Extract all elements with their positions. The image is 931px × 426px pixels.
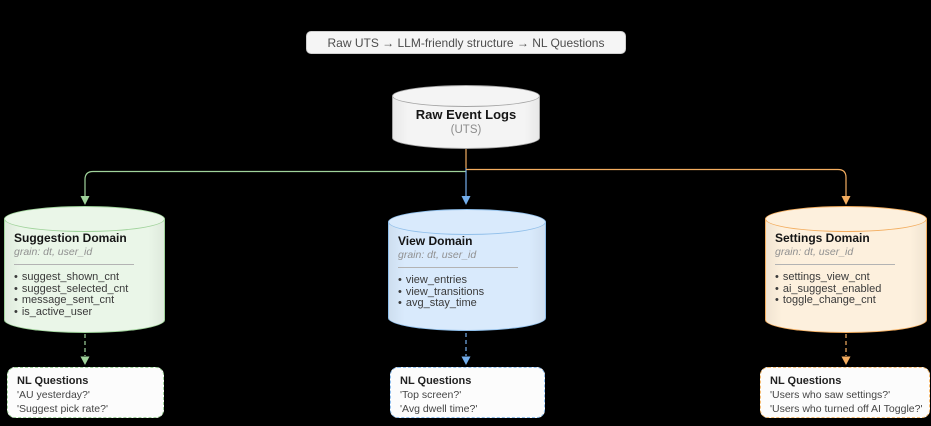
field-item: •suggest_shown_cnt — [14, 271, 159, 284]
divider — [398, 267, 518, 268]
field-label: suggest_selected_cnt — [21, 282, 129, 295]
field-label: suggest_shown_cnt — [21, 271, 120, 283]
drop-settings-arrowhead-icon — [841, 356, 851, 365]
nl-questions-title: NL Questions — [17, 375, 89, 387]
nl-question: 'AU yesterday?' — [17, 389, 90, 401]
cylinder-body — [765, 219, 927, 333]
settings-domain-grain: grain: dt, user_id — [775, 246, 854, 258]
view-domain-fields: •view_entries •view_transitions •avg_sta… — [398, 274, 540, 310]
pipeline-banner[interactable]: Raw UTS → LLM-friendly structure → NL Qu… — [306, 31, 626, 54]
view-domain-grain: grain: dt, user_id — [398, 249, 477, 261]
cylinder-top — [388, 209, 546, 235]
settings-domain-fields: •settings_view_cnt •ai_suggest_enabled •… — [775, 271, 921, 307]
bullet-icon: • — [14, 294, 18, 307]
raw-event-logs-title: Raw Event Logs — [415, 107, 517, 122]
divider — [14, 264, 134, 265]
suggestion-domain-fields: •suggest_shown_cnt •suggest_selected_cnt… — [14, 271, 159, 319]
bullet-icon: • — [14, 271, 18, 283]
nl-question: 'Avg dwell time?' — [400, 403, 478, 415]
field-label: avg_stay_time — [405, 297, 477, 310]
pipeline-banner-label: Raw UTS → LLM-friendly structure → NL Qu… — [327, 35, 605, 50]
bullet-icon: • — [398, 297, 402, 310]
field-item: •suggest_selected_cnt — [14, 282, 159, 296]
field-item: •view_entries — [398, 274, 540, 287]
cylinder-body — [4, 219, 165, 333]
branch-suggestion-connector — [84, 170, 466, 196]
nl-question: 'Users who turned off AI Toggle?' — [770, 403, 923, 415]
bullet-icon: • — [775, 282, 779, 295]
branch-view-arrowhead-icon — [461, 196, 471, 205]
raw-event-logs-subtitle: (UTS) — [450, 124, 482, 136]
field-label: message_sent_cnt — [21, 294, 115, 307]
bullet-icon: • — [775, 294, 779, 307]
settings-nl-questions-box[interactable]: NL Questions 'Users who saw settings?' '… — [760, 367, 930, 418]
field-item: •settings_view_cnt — [775, 271, 921, 284]
field-item: •view_transitions — [398, 285, 540, 299]
cylinder-top — [392, 85, 540, 107]
field-label: is_active_user — [21, 305, 93, 318]
field-item: •avg_stay_time — [398, 297, 540, 310]
nl-question: 'Suggest pick rate?' — [17, 403, 108, 415]
cylinder-body — [388, 222, 546, 331]
field-label: view_transitions — [405, 285, 485, 298]
branch-settings-connector — [466, 168, 847, 196]
view-nl-questions-box[interactable]: NL Questions 'Top screen?' 'Avg dwell ti… — [390, 367, 545, 418]
drop-suggestion-arrowhead-icon — [80, 356, 90, 365]
field-item: •ai_suggest_enabled — [775, 282, 921, 296]
suggestion-domain-title: Suggestion Domain — [14, 231, 127, 245]
nl-question: 'Users who saw settings?' — [770, 389, 891, 401]
field-item: •is_active_user — [14, 305, 159, 319]
settings-domain-node[interactable]: Settings Domain grain: dt, user_id •sett… — [765, 206, 927, 333]
view-domain-title: View Domain — [398, 234, 473, 248]
field-label: toggle_change_cnt — [782, 294, 876, 307]
suggestion-domain-node[interactable]: Suggestion Domain grain: dt, user_id •su… — [4, 206, 165, 333]
nl-questions-title: NL Questions — [400, 375, 472, 387]
bullet-icon: • — [775, 271, 779, 283]
field-item: •toggle_change_cnt — [775, 294, 921, 307]
settings-domain-title: Settings Domain — [775, 231, 870, 245]
view-domain-node[interactable]: View Domain grain: dt, user_id •view_ent… — [388, 209, 546, 331]
bullet-icon: • — [398, 285, 402, 298]
nl-questions-title: NL Questions — [770, 375, 842, 387]
drop-view-arrowhead-icon — [461, 356, 471, 365]
nl-question: 'Top screen?' — [400, 389, 462, 401]
suggestion-domain-grain: grain: dt, user_id — [14, 246, 93, 258]
cylinder-top — [4, 206, 165, 232]
cylinder-top — [765, 206, 927, 232]
divider — [775, 264, 895, 265]
field-label: ai_suggest_enabled — [782, 282, 882, 295]
branch-suggestion-arrowhead-icon — [80, 196, 90, 205]
field-item: •message_sent_cnt — [14, 294, 159, 307]
field-label: view_entries — [405, 274, 467, 286]
bullet-icon: • — [14, 282, 18, 295]
bullet-icon: • — [14, 305, 18, 318]
bullet-icon: • — [398, 274, 402, 286]
branch-settings-arrowhead-icon — [841, 196, 851, 205]
raw-event-logs-node[interactable]: Raw Event Logs (UTS) — [392, 85, 540, 149]
suggestion-nl-questions-box[interactable]: NL Questions 'AU yesterday?' 'Suggest pi… — [7, 367, 164, 418]
field-label: settings_view_cnt — [782, 271, 870, 283]
